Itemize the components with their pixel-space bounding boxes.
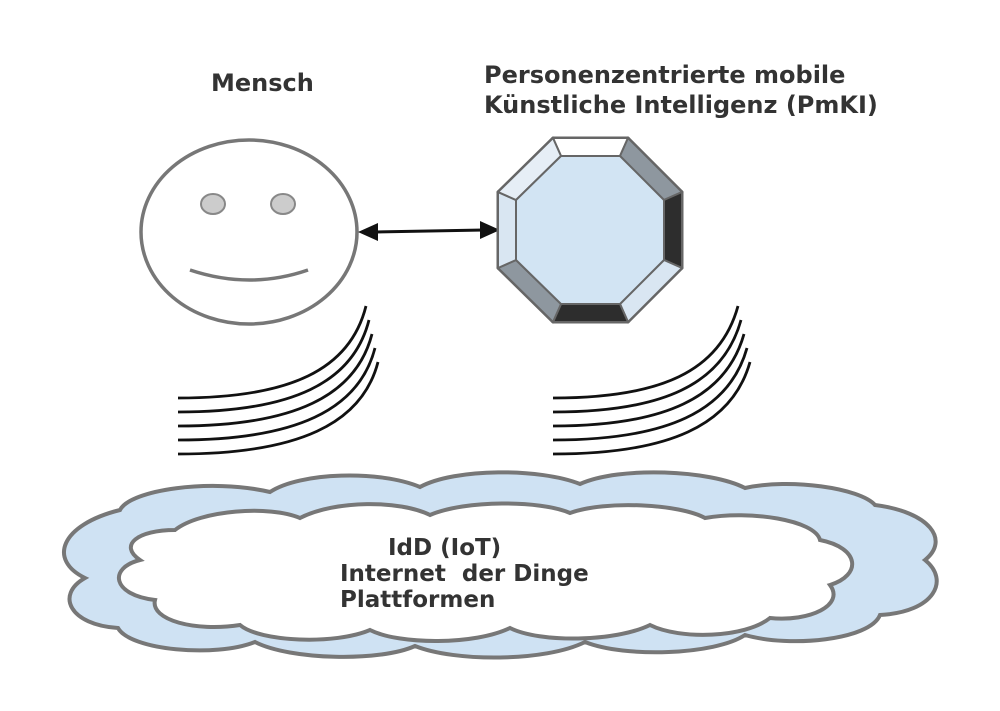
gem-inner: [515, 155, 665, 305]
cloud-label-line-2: Internet der Dinge: [340, 561, 589, 587]
face-outline: [139, 138, 359, 326]
curved-signal-lines-icon: [552, 305, 752, 456]
left-eye: [200, 193, 226, 215]
ai-label: Personenzentrierte mobile Künstliche Int…: [484, 60, 878, 120]
cloud-label-line-3: Plattformen: [340, 587, 496, 613]
right-eye: [270, 193, 296, 215]
cloud-label: IdD (IoT) Internet der Dinge Plattformen: [300, 535, 600, 613]
ai-label-line-2: Künstliche Intelligenz (PmKI): [484, 91, 878, 119]
human-label: Mensch: [211, 69, 314, 97]
curved-signal-lines-icon: [177, 305, 380, 456]
ai-label-line-1: Personenzentrierte mobile: [484, 61, 846, 89]
double-arrow-icon: [358, 221, 500, 241]
octagon-gem-icon: [496, 136, 684, 324]
cloud-inner-shape: [116, 501, 855, 643]
cloud-label-line-1: IdD (IoT): [388, 535, 502, 561]
smiley-face-icon: [139, 138, 359, 326]
mouth: [189, 268, 309, 282]
cloud-icon: [62, 470, 939, 660]
